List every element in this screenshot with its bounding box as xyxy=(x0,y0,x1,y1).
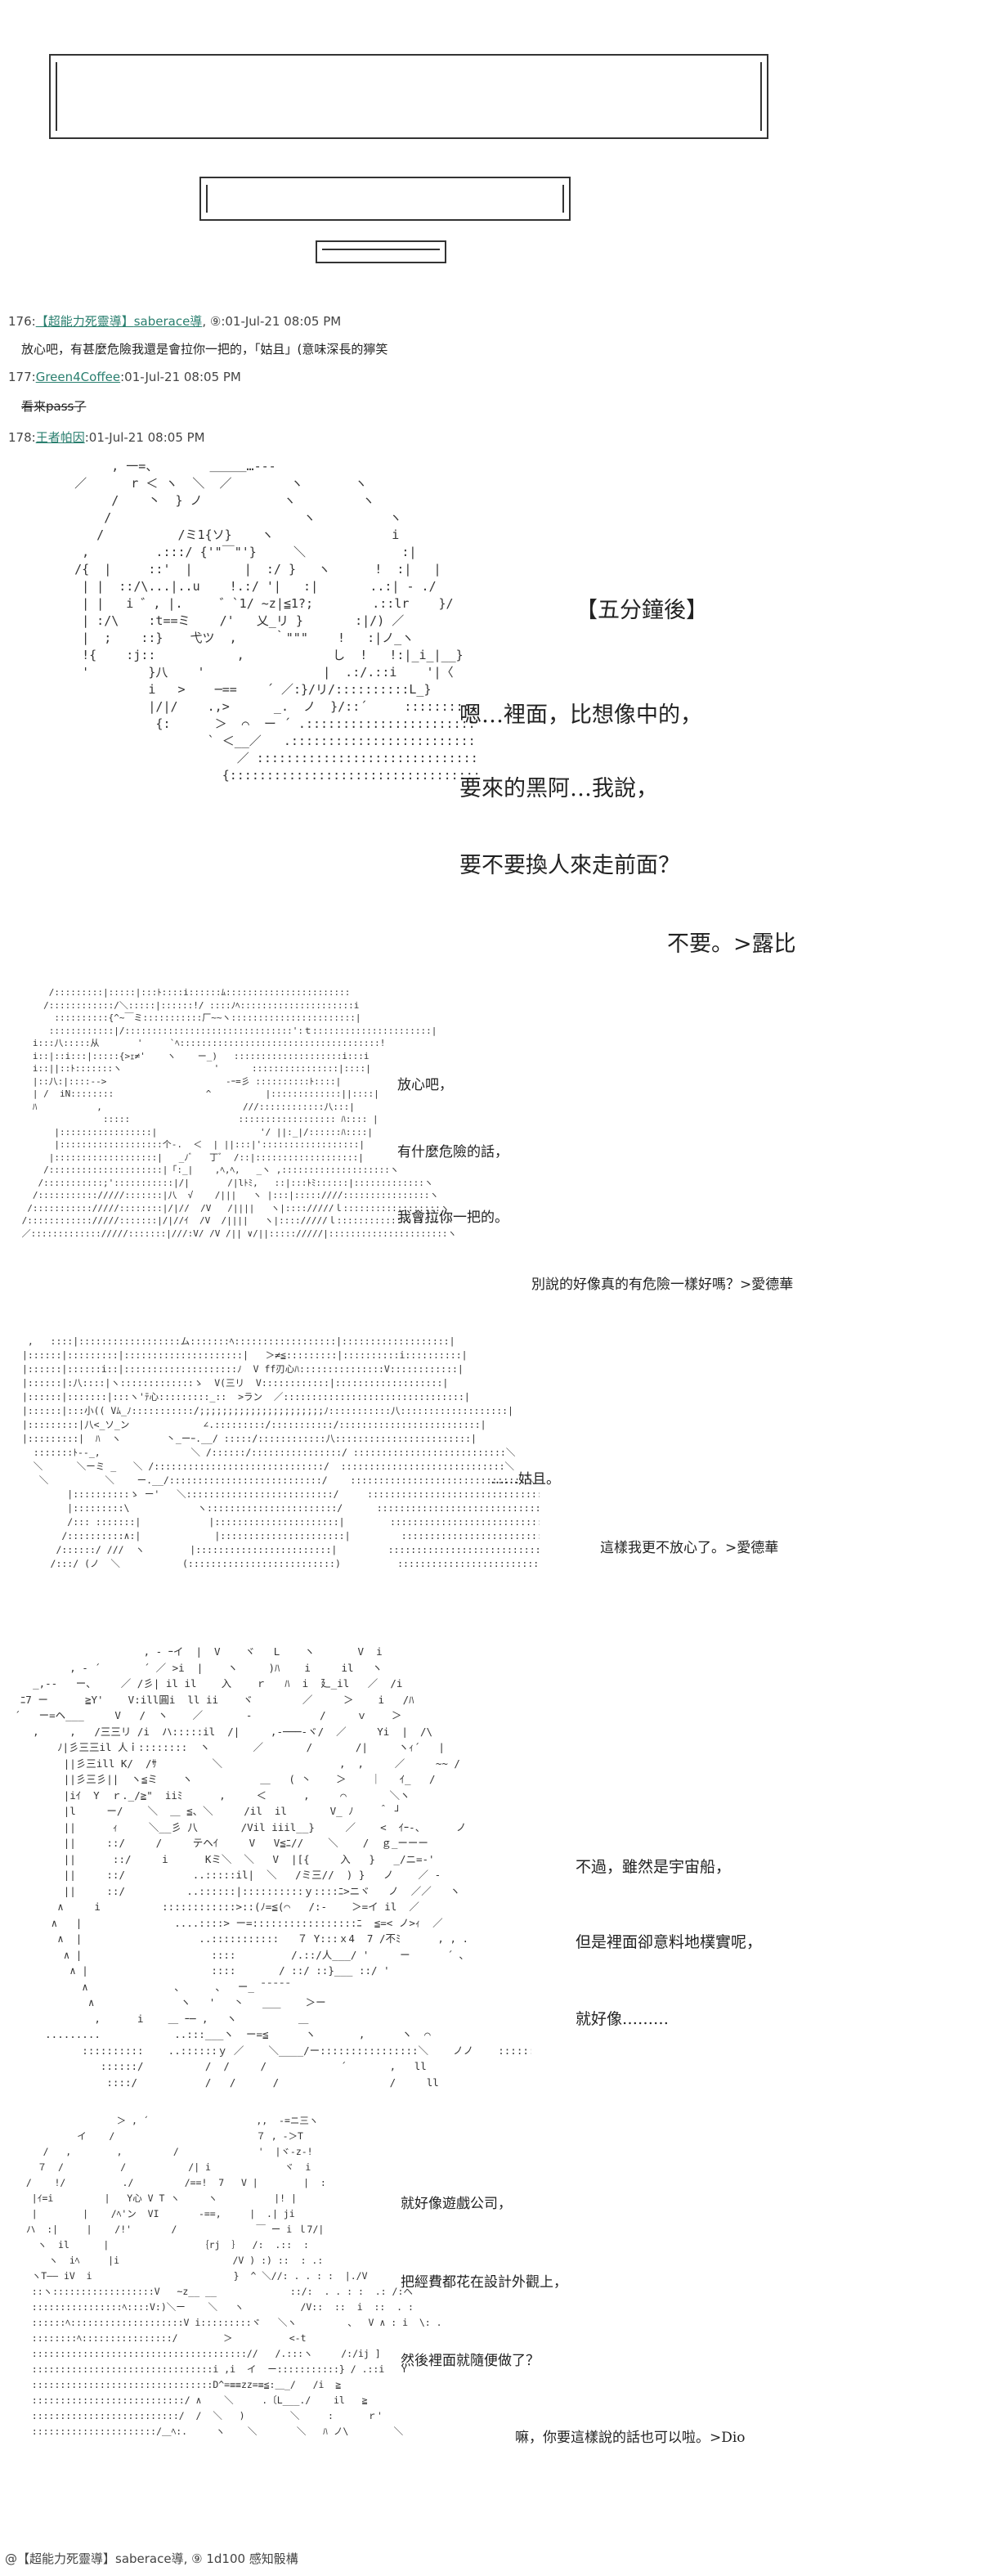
post-timestamp: :01-Jul-21 08:05 PM xyxy=(120,370,241,384)
footer-post-header: @【超能力死靈導】saberace導, ⑨ 1d100 感知骰構 xyxy=(5,2551,298,2566)
panel-2-line-3: 我會拉你一把的。 xyxy=(397,1209,508,1226)
panel-5-line-2: 把經費都花在設計外觀上， xyxy=(401,2274,567,2291)
poster-name[interactable]: Green4Coffee xyxy=(35,370,121,384)
ascii-art-panel-3: , ::::|::::::::::::::::::ム:::::::ﾍ::::::… xyxy=(21,1335,540,1569)
ascii-art-panel-4: , - ｰイ | V ヾ L ヽ V i , - ´ ´ ／ >i | ヽ )ﾊ… xyxy=(14,1645,531,2089)
post-number: 178 xyxy=(8,430,32,445)
panel-4-line-3: 就好像……… xyxy=(576,2010,670,2028)
post-176-header: 176:【超能力死靈導】saberace導, ⑨:01-Jul-21 08:05… xyxy=(8,314,342,329)
post-timestamp: :01-Jul-21 08:05 PM xyxy=(221,314,342,329)
ascii-art-panel-2: /:::::::::|:::::|:::ﾄ::::i::::::ﾑ:::::::… xyxy=(21,987,457,1239)
panel-2-line-1: 放心吧， xyxy=(397,1077,453,1093)
post-timestamp: :01-Jul-21 08:05 PM xyxy=(84,430,205,445)
top-frame-large xyxy=(49,54,768,139)
post-number: 176 xyxy=(8,314,32,329)
post-176-body: 放心吧，有甚麼危險我還是會拉你一把的，「姑且」(意味深長的獰笑 xyxy=(21,342,388,357)
panel-5-line-1: 就好像遊戲公司， xyxy=(401,2196,512,2212)
panel-2-reply: 別說的好像真的有危險一樣好嗎？>愛德華 xyxy=(531,1277,794,1293)
poster-handle[interactable]: saberace導 xyxy=(133,314,203,329)
ascii-art-panel-5: ＞ , ´ ,, ‐=ニ三ヽ イ / ７ , -＞T / , , / ' |ヾ-… xyxy=(25,2115,440,2437)
top-frame-medium xyxy=(199,177,571,221)
panel-3-reply: 這樣我更不放心了。>愛德華 xyxy=(600,1540,779,1556)
post-177-header: 177:Green4Coffee:01-Jul-21 08:05 PM xyxy=(8,370,241,384)
panel-1-title: 【五分鐘後】 xyxy=(576,598,708,623)
panel-4-line-1: 不過，雖然是宇宙船， xyxy=(576,1858,732,1876)
panel-4-line-2: 但是裡面卻意料地樸實呢， xyxy=(576,1933,763,1951)
top-frame-small xyxy=(316,240,446,263)
panel-1-line-3: 要不要換人來走前面？ xyxy=(459,853,680,878)
post-number: 177 xyxy=(8,370,32,384)
panel-1-line-2: 要來的黑阿…我說， xyxy=(459,776,658,801)
poster-name[interactable]: 王者帕因 xyxy=(35,430,85,445)
panel-1-line-1: 嗯…裡面，比想像中的， xyxy=(459,702,702,728)
panel-3-line: ……姑且。 xyxy=(490,1471,560,1488)
panel-5-line-3: 然後裡面就隨便做了？ xyxy=(401,2353,540,2369)
poster-icon-label: ⑨ xyxy=(209,314,222,329)
poster-name[interactable]: 【超能力死靈導】 xyxy=(35,314,134,329)
ascii-art-panel-1: , 一=、 ＿＿＿…‐-‐ ／ r ＜ ヽ ＼ ／ ヽ ヽ / 丶 } ノ ヽ … xyxy=(74,459,477,783)
panel-2-line-2: 有什麼危險的話， xyxy=(397,1144,508,1160)
post-178-header: 178:王者帕因:01-Jul-21 08:05 PM xyxy=(8,430,205,445)
panel-5-reply: 嘛，你要這樣說的話也可以啦。>Dio xyxy=(515,2430,746,2446)
panel-1-reply: 不要。>露比 xyxy=(667,931,796,957)
post-177-body: 看來pass了 xyxy=(21,399,87,414)
